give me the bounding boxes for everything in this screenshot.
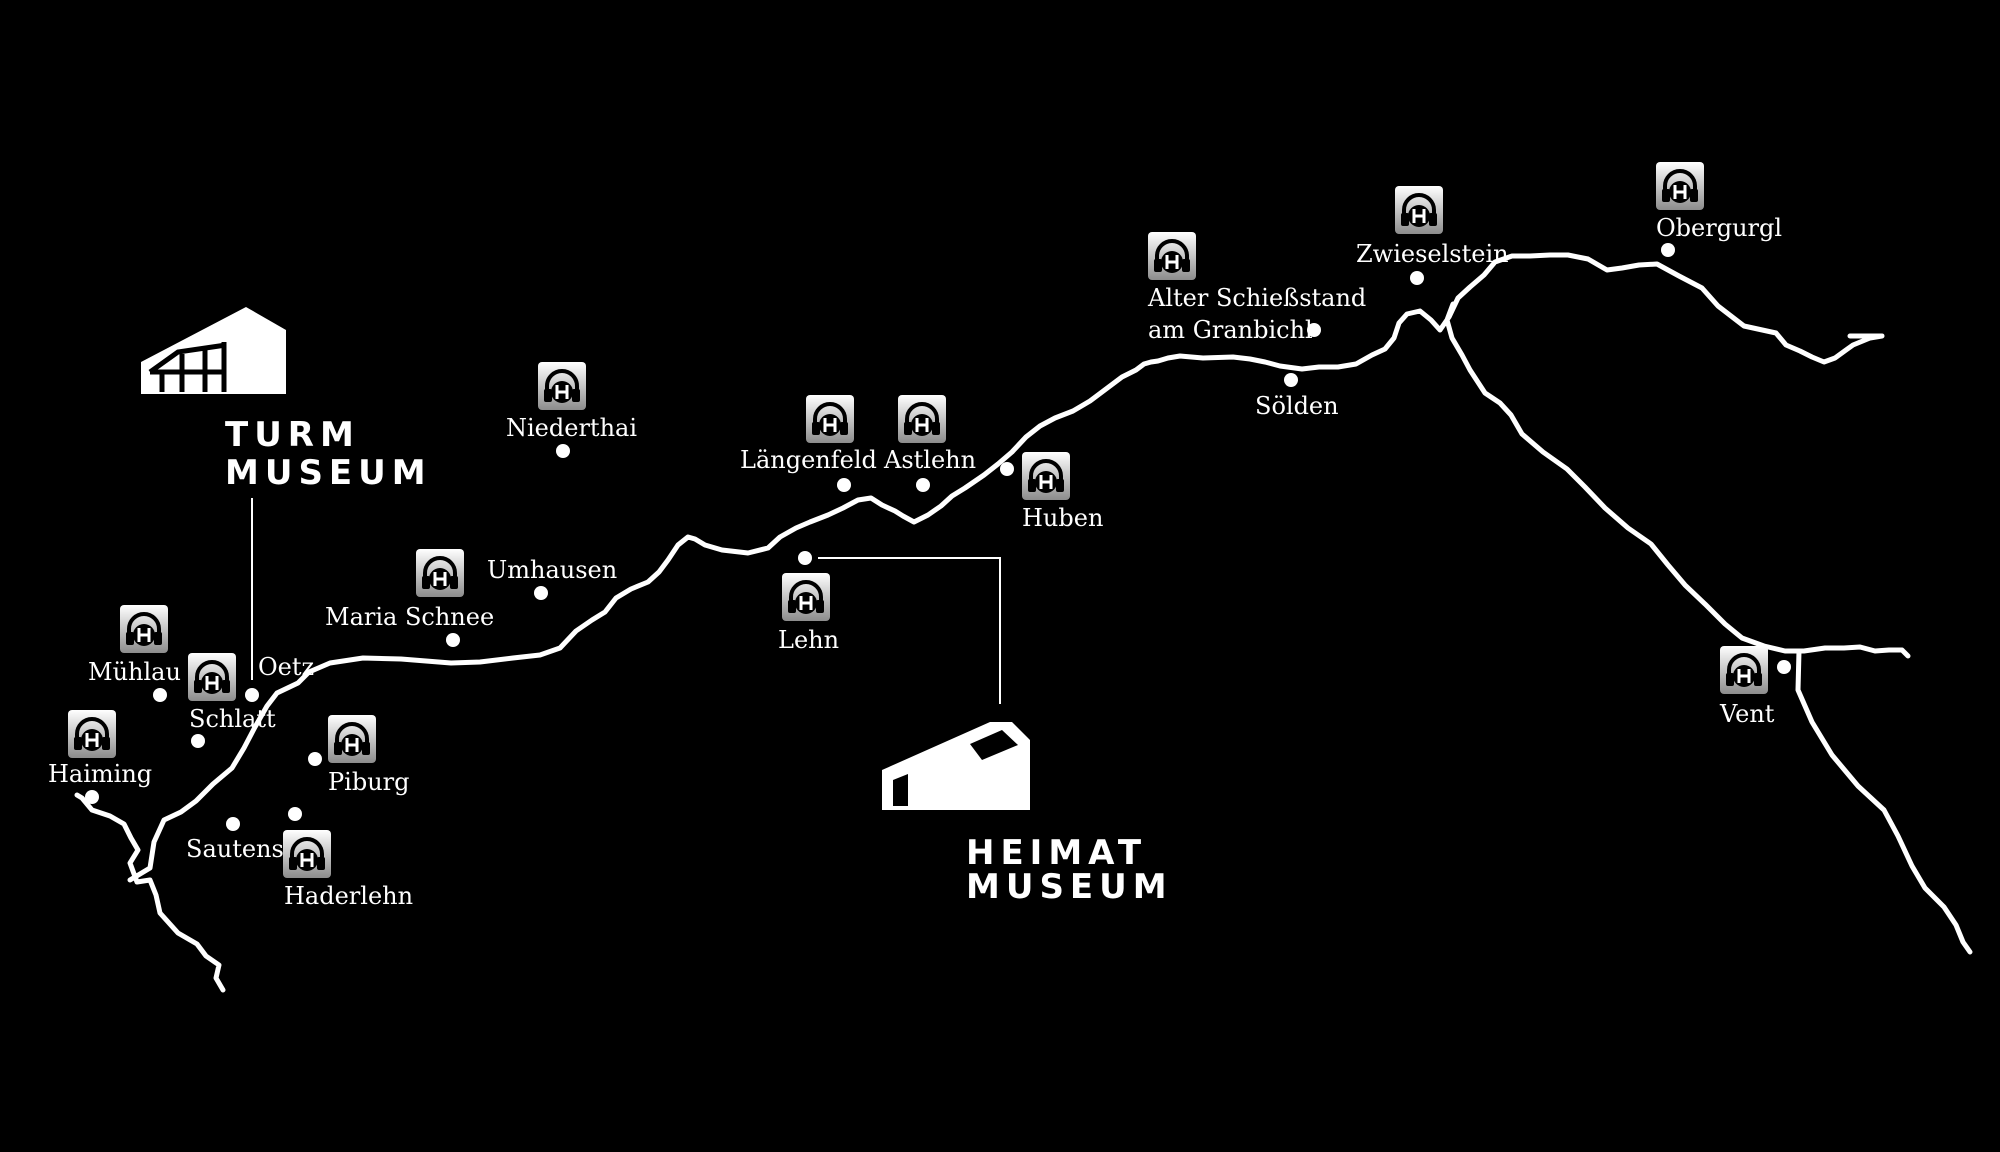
place-labels: Mühlau Haiming Schlatt Oetz Piburg Saute…	[48, 214, 1782, 910]
place-dot-lehn[interactable]	[798, 551, 812, 565]
place-label-zwieselstein[interactable]: Zwieselstein	[1356, 240, 1509, 268]
place-dot-oetz[interactable]	[245, 688, 259, 702]
audio-guide-icon-lehn[interactable]	[782, 573, 830, 621]
audio-guide-icon-obergurgl[interactable]	[1656, 162, 1704, 210]
place-dot-umhausen[interactable]	[534, 586, 548, 600]
place-label-muehlau[interactable]: Mühlau	[88, 658, 181, 686]
place-dot-alter-schiessstand[interactable]	[1307, 323, 1321, 337]
place-dot-schlatt[interactable]	[191, 734, 205, 748]
place-dot-huben[interactable]	[1000, 462, 1014, 476]
audio-guide-icon-muehlau[interactable]	[120, 605, 168, 653]
place-label-vent[interactable]: Vent	[1719, 700, 1775, 728]
place-label-lehn[interactable]: Lehn	[778, 626, 839, 654]
audio-guide-icon-haiming[interactable]	[68, 710, 116, 758]
place-label-astlehn[interactable]: Astlehn	[883, 446, 976, 474]
place-label-laengenfeld[interactable]: Längenfeld	[740, 446, 877, 474]
place-dot-obergurgl[interactable]	[1661, 243, 1675, 257]
place-label-piburg[interactable]: Piburg	[328, 768, 409, 796]
audio-guide-icon-huben[interactable]	[1022, 452, 1070, 500]
place-label-soelden[interactable]: Sölden	[1255, 392, 1339, 420]
audio-guide-icon-zwieselstein[interactable]	[1395, 186, 1443, 234]
heimat-museum-name-line2: MUSEUM	[966, 867, 1173, 907]
turm-museum-logo-icon	[141, 307, 286, 394]
river-network	[74, 252, 1973, 993]
audio-guide-icon-piburg[interactable]	[328, 715, 376, 763]
place-label-haiming[interactable]: Haiming	[48, 760, 152, 788]
place-dots	[85, 243, 1791, 831]
place-dot-haiming[interactable]	[85, 790, 99, 804]
turm-museum-name-line1: TURM	[225, 415, 360, 455]
place-dot-astlehn[interactable]	[916, 478, 930, 492]
audio-guide-icon-astlehn[interactable]	[898, 395, 946, 443]
place-dot-laengenfeld[interactable]	[837, 478, 851, 492]
place-label-sautens[interactable]: Sautens	[186, 835, 284, 863]
turm-museum[interactable]: TURM MUSEUM	[141, 307, 432, 493]
audio-guide-icon-haderlehn[interactable]	[283, 830, 331, 878]
place-label-schlatt[interactable]: Schlatt	[189, 705, 276, 733]
place-label-obergurgl[interactable]: Obergurgl	[1656, 214, 1782, 242]
oetztaler-ache-river	[74, 252, 1973, 993]
place-dot-vent[interactable]	[1777, 660, 1791, 674]
audio-guide-icon-alter-schiessstand[interactable]	[1148, 232, 1196, 280]
heimat-museum[interactable]: HEIMAT MUSEUM	[882, 722, 1173, 907]
heimat-museum-connector	[818, 557, 1001, 704]
place-label-niederthai[interactable]: Niederthai	[506, 414, 637, 442]
place-dot-soelden[interactable]	[1284, 373, 1298, 387]
place-dot-zwieselstein[interactable]	[1410, 271, 1424, 285]
place-dot-maria-schnee[interactable]	[446, 633, 460, 647]
place-dot-piburg[interactable]	[308, 752, 322, 766]
place-dot-niederthai[interactable]	[556, 444, 570, 458]
audio-guide-icon-vent[interactable]	[1720, 646, 1768, 694]
museum-connectors	[251, 498, 1001, 704]
place-label-maria-schnee[interactable]: Maria Schnee	[325, 603, 494, 631]
place-dot-muehlau[interactable]	[153, 688, 167, 702]
place-dot-sautens[interactable]	[226, 817, 240, 831]
heimat-museum-name-line1: HEIMAT	[966, 833, 1147, 873]
audio-guide-icon-laengenfeld[interactable]	[806, 395, 854, 443]
audio-guide-icon-niederthai[interactable]	[538, 362, 586, 410]
heimat-museum-logo-icon	[882, 722, 1030, 810]
place-dot-haderlehn[interactable]	[288, 807, 302, 821]
place-label-am-granbichl[interactable]: am Granbichl	[1148, 316, 1313, 344]
audio-guide-icon-schlatt[interactable]	[188, 653, 236, 701]
audio-guide-icon-maria-schnee[interactable]	[416, 549, 464, 597]
place-label-oetz[interactable]: Oetz	[258, 653, 314, 681]
place-label-alter-schiessstand[interactable]: Alter Schießstand	[1147, 284, 1366, 312]
place-label-umhausen[interactable]: Umhausen	[487, 556, 617, 584]
place-label-huben[interactable]: Huben	[1022, 504, 1103, 532]
turm-museum-name-line2: MUSEUM	[225, 453, 432, 493]
place-label-haderlehn[interactable]: Haderlehn	[284, 882, 413, 910]
